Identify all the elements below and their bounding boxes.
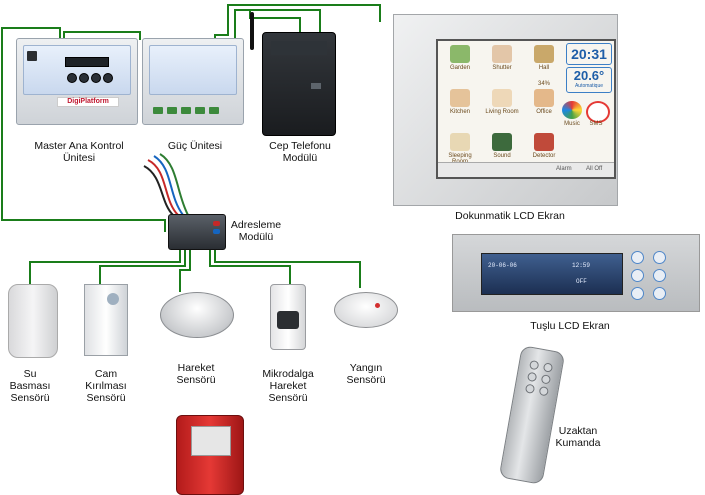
remote-button-6[interactable]	[538, 385, 550, 397]
power-terminal-2	[167, 107, 177, 114]
key-button-5[interactable]	[631, 287, 644, 300]
power-unit	[142, 38, 244, 125]
tile-shutter[interactable]: Shutter	[482, 43, 522, 77]
addressing-module-label: Adresleme Modülü	[230, 219, 282, 243]
gsm-label-plate	[271, 41, 327, 55]
music-icon	[562, 101, 582, 119]
address-led-blue	[213, 229, 220, 234]
key-button-2[interactable]	[653, 251, 666, 264]
touch-bottom-bar: Alarm All Off	[438, 162, 614, 177]
motion-sensor-label: Hareket Sensörü	[176, 362, 216, 386]
button-lcd-time: 12:59	[572, 262, 591, 269]
glass-sensor-lens	[107, 293, 119, 305]
microwave-sensor	[270, 284, 306, 350]
master-brand-text: DigiPlatform	[67, 98, 109, 105]
microwave-sensor-label: Mikrodalga Hareket Sensörü	[262, 368, 314, 404]
motion-sensor	[160, 292, 234, 338]
microwave-sensor-window	[277, 311, 299, 329]
tile-detector[interactable]: Detector	[524, 131, 564, 165]
master-button-3	[91, 73, 101, 83]
tile-kitchen[interactable]: Kitchen	[440, 87, 480, 121]
water-sensor-label: Su Basması Sensörü	[9, 368, 51, 404]
gsm-module-label: Cep Telefonu Modülü	[269, 140, 331, 164]
button-lcd-status: OFF	[576, 278, 587, 285]
tile-music[interactable]: Music	[552, 99, 592, 133]
remote-button-5[interactable]	[524, 383, 536, 394]
key-button-6[interactable]	[653, 287, 666, 300]
living-room-icon	[492, 89, 512, 107]
antenna-icon	[250, 12, 254, 50]
kitchen-icon	[450, 89, 470, 107]
key-button-1[interactable]	[631, 251, 644, 264]
all-off-button[interactable]: All Off	[586, 166, 603, 172]
sms-icon	[586, 101, 610, 123]
address-led-red	[213, 221, 220, 226]
power-terminal-4	[195, 107, 205, 114]
power-terminal-5	[209, 107, 219, 114]
water-sensor	[8, 284, 58, 358]
master-control-unit: DigiPlatform	[16, 38, 138, 125]
remote-button-3[interactable]	[526, 371, 538, 383]
office-icon	[534, 89, 554, 107]
power-terminal-3	[181, 107, 191, 114]
master-unit-label: Master Ana Kontrol Ünitesi	[34, 140, 124, 164]
remote-button-1[interactable]	[528, 359, 540, 371]
master-front-panel	[23, 45, 131, 95]
garden-icon	[450, 45, 470, 63]
master-button-1	[67, 73, 77, 83]
master-button-2	[79, 73, 89, 83]
temperature-value: 20.6°	[573, 68, 605, 83]
tile-hall[interactable]: Hall	[524, 43, 564, 77]
power-front-panel	[149, 45, 237, 95]
gsm-module	[262, 32, 336, 136]
fire-sensor-label: Yangın Sensörü	[346, 362, 386, 386]
touch-lcd-screen: Garden Shutter Hall 20:31 20.6° Automati…	[436, 39, 616, 179]
gsm-status-leds	[311, 83, 321, 89]
master-brand-plate: DigiPlatform	[57, 97, 119, 107]
addressing-module	[168, 214, 226, 250]
tile-office[interactable]: Office	[524, 87, 564, 121]
button-lcd-screen: 20-06-06 12:59 OFF	[481, 253, 623, 295]
humidity-value: 34%	[538, 81, 551, 87]
temperature-display: 20.6° Automatique	[566, 67, 612, 93]
shutter-icon	[492, 45, 512, 63]
siren-grille	[191, 426, 231, 456]
key-button-3[interactable]	[631, 269, 644, 282]
button-lcd-label: Tuşlu LCD Ekran	[530, 320, 610, 332]
touch-lcd-panel: Garden Shutter Hall 20:31 20.6° Automati…	[393, 14, 618, 206]
tile-garden[interactable]: Garden	[440, 43, 480, 77]
sleeping-room-icon	[450, 133, 470, 151]
power-unit-label: Güç Ünitesi	[167, 140, 223, 152]
detector-icon	[534, 133, 554, 151]
master-button-4	[103, 73, 113, 83]
tile-living-room[interactable]: Living Room	[482, 87, 522, 121]
tile-sms[interactable]: SMS	[576, 99, 616, 133]
button-lcd-date: 20-06-06	[488, 262, 517, 269]
hall-icon	[534, 45, 554, 63]
tile-sleeping-room[interactable]: Sleeping Room	[440, 131, 480, 165]
temperature-mode: Automatique	[574, 83, 604, 89]
cable-bundle	[143, 153, 189, 216]
glass-break-sensor	[84, 284, 128, 356]
alarm-button[interactable]: Alarm	[556, 166, 572, 172]
sound-icon	[492, 133, 512, 151]
fire-sensor	[334, 292, 398, 328]
button-lcd-panel: 20-06-06 12:59 OFF	[452, 234, 700, 312]
remote-button-2[interactable]	[542, 362, 554, 373]
master-lcd-display	[65, 57, 109, 67]
tile-sound[interactable]: Sound	[482, 131, 522, 165]
alarm-siren-icon	[176, 415, 244, 495]
remote-control-label: Uzaktan Kumanda	[555, 425, 601, 449]
glass-sensor-label: Cam Kırılması Sensörü	[85, 368, 127, 404]
master-ethernet-port	[27, 51, 37, 61]
key-button-4[interactable]	[653, 269, 666, 282]
touch-lcd-label: Dokunmatik LCD Ekran	[455, 210, 565, 222]
clock-display: 20:31	[566, 43, 612, 65]
remote-button-4[interactable]	[540, 374, 552, 385]
power-terminal-1	[153, 107, 163, 114]
fire-sensor-led	[375, 303, 380, 308]
